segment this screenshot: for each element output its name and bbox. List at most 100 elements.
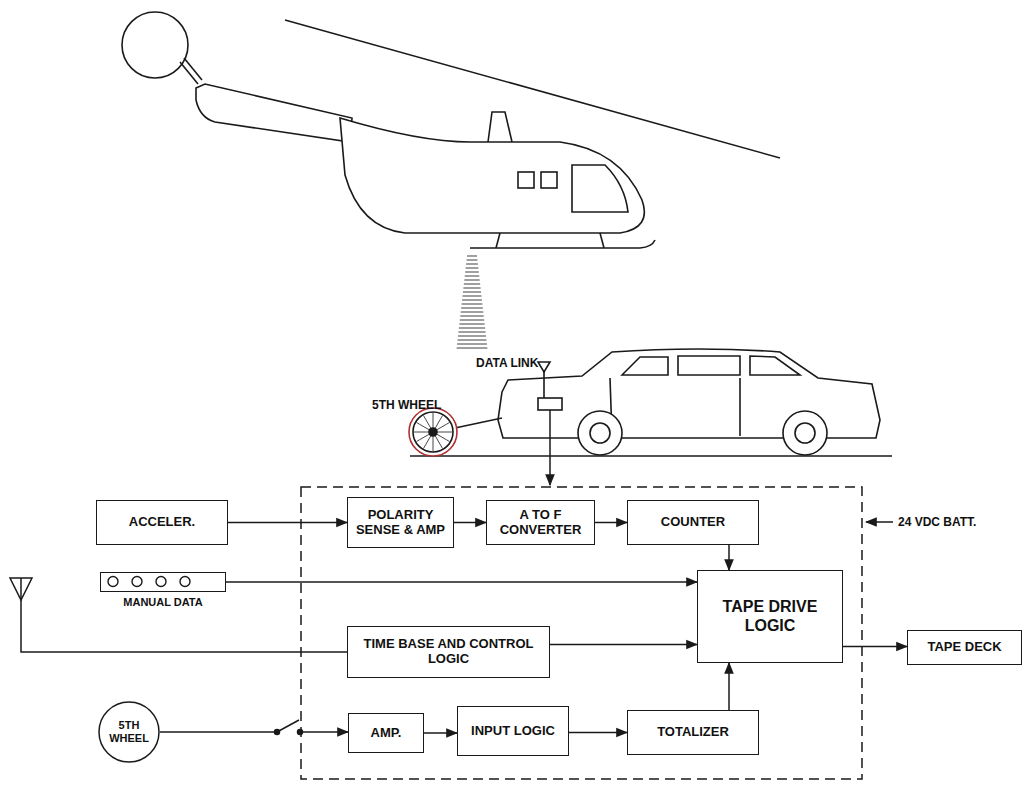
fuselage [340, 118, 644, 233]
node-label: 5TH WHEEL [105, 719, 153, 744]
knob [180, 577, 190, 587]
signal-arrow [595, 522, 627, 524]
beam-stroke [461, 307, 483, 308]
knob [156, 577, 166, 587]
car-window [622, 357, 668, 375]
beam-stroke [462, 303, 483, 304]
annotation-label: DATA LINK [476, 356, 538, 370]
beam-stroke [466, 263, 478, 264]
node-label: INPUT LOGIC [471, 724, 555, 739]
data-link-beam [457, 256, 488, 348]
node-label: POLARITY SENSE & AMP [353, 508, 448, 538]
node-label: ACCELER. [129, 515, 195, 530]
signal-arrow [843, 646, 907, 648]
annotation-label: 24 VDC BATT. [898, 515, 976, 529]
beam-stroke [465, 271, 479, 272]
car-hubcap [590, 423, 610, 443]
skid-strut [600, 233, 604, 248]
beam-stroke [457, 347, 488, 348]
signal-arrow [226, 581, 697, 583]
annotation-label: 5TH WHEEL [372, 398, 441, 412]
process-box: A TO F CONVERTER [486, 500, 595, 545]
cockpit-window [572, 165, 628, 212]
process-box: COUNTER [627, 500, 759, 545]
beam-stroke [463, 295, 482, 296]
fifth-wheel-rim [413, 412, 453, 452]
beam-stroke [465, 275, 480, 276]
beam-stroke [458, 339, 487, 340]
antenna [538, 362, 550, 372]
beam-stroke [463, 287, 480, 288]
car-wheel [578, 411, 622, 455]
beam-stroke [458, 331, 485, 332]
beam-stroke [457, 343, 487, 344]
process-box: TAPE DRIVE LOGIC [697, 570, 843, 663]
fifth-wheel [409, 408, 457, 456]
data-link-box [538, 398, 562, 410]
car-door-line [739, 378, 741, 436]
data-link-arrow [549, 410, 551, 485]
node-label: TAPE DRIVE LOGIC [703, 598, 837, 635]
beam-stroke [460, 319, 484, 320]
process-box: AMP. [348, 713, 424, 753]
process-box: TOTALIZER [627, 710, 759, 755]
signal-arrow [454, 522, 486, 524]
cabin-window [518, 172, 534, 188]
signal-arrow [569, 732, 627, 734]
rotor-mast [488, 112, 512, 142]
signal-arrow [228, 522, 347, 524]
beam-stroke [464, 283, 480, 284]
car-hubcap [795, 423, 815, 443]
signal-arrow [424, 732, 457, 734]
switch-panel [100, 572, 226, 592]
tow-bar [455, 418, 502, 428]
car-wheel [783, 411, 827, 455]
skid-strut [496, 233, 500, 248]
node-label: TOTALIZER [657, 725, 729, 740]
car-window [678, 356, 740, 375]
node-label: AMP. [371, 726, 402, 741]
car [409, 349, 892, 456]
signal-arrow [728, 545, 730, 570]
antenna-mast [543, 372, 545, 398]
input-panel: MANUAL DATA [100, 572, 226, 609]
panel-label: MANUAL DATA [100, 596, 226, 609]
helicopter [122, 12, 780, 248]
node-label: TAPE DECK [927, 640, 1001, 655]
tail-rotor-blade [184, 58, 202, 80]
car-window [750, 356, 800, 375]
wheel-outline [99, 702, 159, 762]
beam-stroke [460, 315, 484, 316]
process-box: INPUT LOGIC [457, 706, 569, 756]
fifth-wheel-hub [429, 428, 437, 436]
ground-line [410, 455, 892, 457]
signal-arrow [728, 663, 730, 710]
tail-boom [196, 84, 352, 142]
signal-arrow [160, 731, 348, 733]
wheel-circle: 5TH WHEEL [98, 701, 160, 763]
enclosure-dashed [301, 487, 862, 779]
panel-knobs [101, 573, 224, 590]
beam-stroke [467, 255, 477, 256]
beam-stroke [459, 327, 485, 328]
process-box: TIME BASE AND CONTROL LOGIC [347, 626, 550, 678]
node-label: COUNTER [661, 515, 725, 530]
tail-rotor [122, 12, 188, 78]
node-label: TIME BASE AND CONTROL LOGIC [353, 637, 544, 667]
knob [108, 577, 118, 587]
node-label: A TO F CONVERTER [492, 508, 589, 538]
beam-stroke [462, 299, 482, 300]
beam-stroke [467, 259, 478, 260]
beam-stroke [461, 311, 484, 312]
beam-stroke [463, 291, 481, 292]
knob [132, 577, 142, 587]
beam-stroke [459, 323, 484, 324]
signal-arrow [550, 644, 697, 646]
cabin-window [541, 172, 557, 188]
fifth-wheel-spokes [414, 413, 452, 451]
beam-stroke [458, 335, 486, 336]
landing-skid [470, 240, 655, 248]
process-box: POLARITY SENSE & AMP [347, 497, 454, 548]
beam-stroke [464, 279, 479, 280]
